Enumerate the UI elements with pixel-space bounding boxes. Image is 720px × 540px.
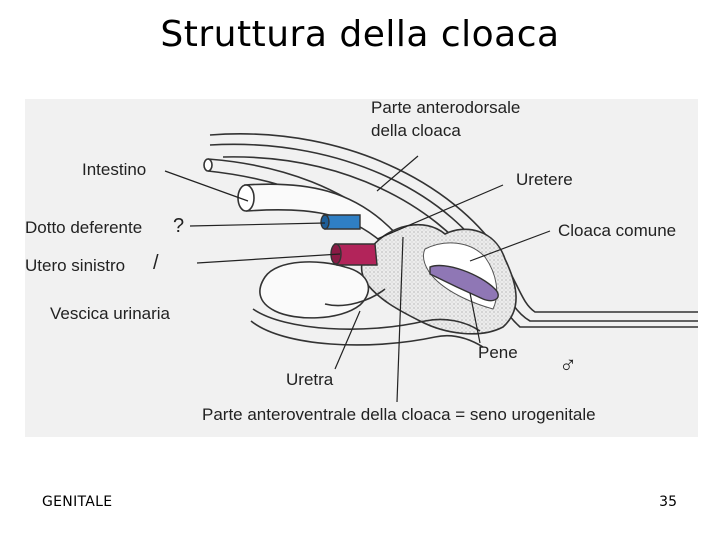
slide-title: Struttura della cloaca (160, 14, 560, 55)
label-pene: Pene (478, 343, 518, 362)
label-parte-anteroventrale: Parte anteroventrale della cloaca = seno… (202, 405, 596, 424)
label-uretere: Uretere (516, 170, 573, 189)
large-tube (237, 183, 399, 249)
cloaca-diagram: Parte anterodorsale della cloaca Intesti… (25, 98, 698, 437)
utero-tube (330, 243, 378, 266)
urethra-curves (250, 288, 484, 348)
label-uretra: Uretra (286, 370, 334, 389)
label-parte-anterodorsale-1: Parte anterodorsale (371, 98, 521, 117)
dotto-deferente-tube (320, 214, 361, 230)
label-dotto-deferente: Dotto deferente (25, 218, 143, 237)
slash-mark: / (153, 252, 159, 274)
label-intestino: Intestino (82, 160, 147, 179)
page-number: 35 (659, 494, 677, 510)
label-parte-anterodorsale-2: della cloaca (371, 121, 461, 140)
label-utero-sinistro: Utero sinistro (25, 256, 126, 275)
leader-lines (164, 155, 551, 403)
question-mark: ? (173, 215, 185, 237)
footer-section-label: GENITALE (42, 494, 113, 510)
label-vescica-urinaria: Vescica urinaria (50, 304, 171, 323)
pene-shape (429, 264, 499, 302)
bladder-shape (259, 261, 370, 319)
male-symbol: ♂ (559, 352, 577, 379)
label-cloaca-comune: Cloaca comune (558, 221, 677, 240)
cloaca-illustration (164, 133, 698, 403)
